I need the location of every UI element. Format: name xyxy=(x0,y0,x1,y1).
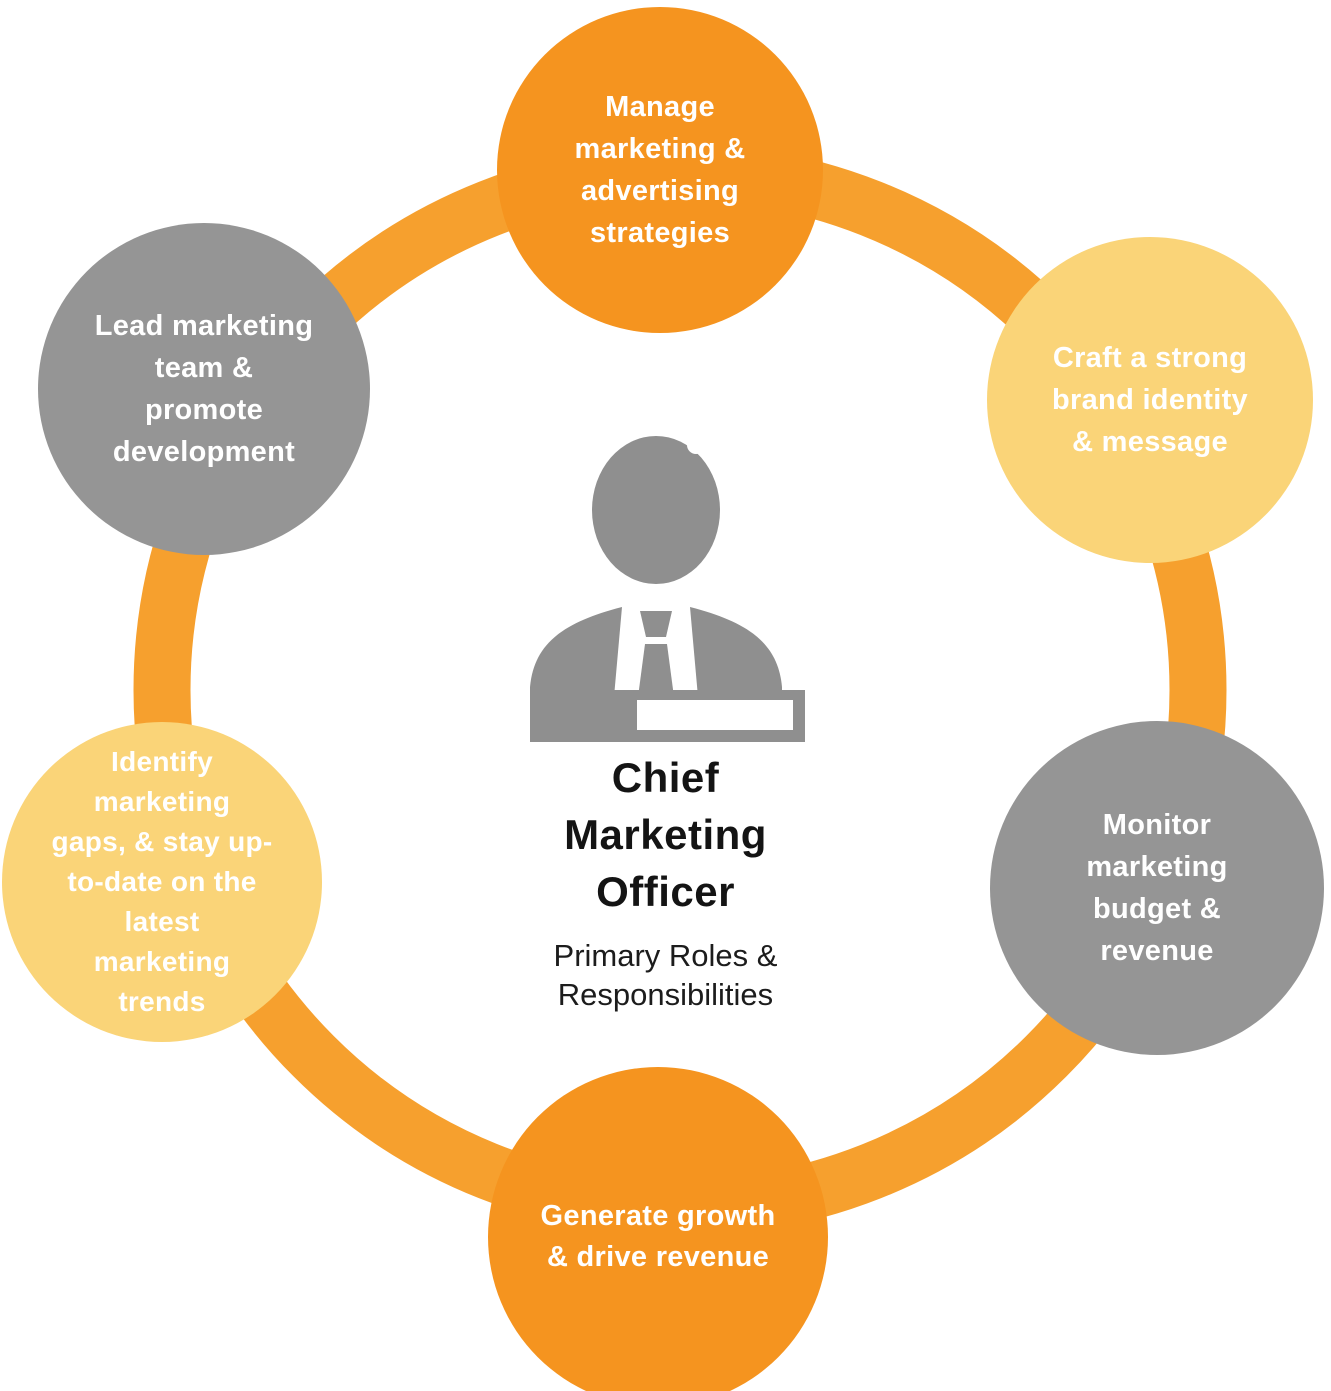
node-generate-growth-revenue: Generate growth & drive revenue xyxy=(488,1067,828,1391)
node-identify-marketing-gaps: Identify marketing gaps, & stay up- to-d… xyxy=(2,722,322,1042)
page-title: Chief Marketing Officer xyxy=(564,754,767,915)
node-label: Monitor marketing budget & revenue xyxy=(1086,808,1228,968)
node-manage-marketing-advertising: Manage marketing & advertising strategie… xyxy=(497,7,823,333)
node-lead-marketing-team: Lead marketing team & promote developmen… xyxy=(38,223,370,555)
node-label: Craft a strong brand identity & message xyxy=(1052,341,1248,459)
node-label: Manage marketing & advertising strategie… xyxy=(574,90,746,250)
node-craft-brand-identity: Craft a strong brand identity & message xyxy=(987,237,1313,563)
page-subtitle: Primary Roles & Responsibilities xyxy=(553,938,778,1012)
node-label: Generate growth & drive revenue xyxy=(540,1200,776,1273)
center-text-block: Chief Marketing Officer Primary Roles & … xyxy=(0,749,1331,1014)
node-label: Identify marketing gaps, & stay up- to-d… xyxy=(51,745,273,1018)
node-monitor-budget-revenue: Monitor marketing budget & revenue xyxy=(990,721,1324,1055)
businessman-podium-icon xyxy=(530,436,805,742)
node-label: Lead marketing team & promote developmen… xyxy=(94,309,314,469)
